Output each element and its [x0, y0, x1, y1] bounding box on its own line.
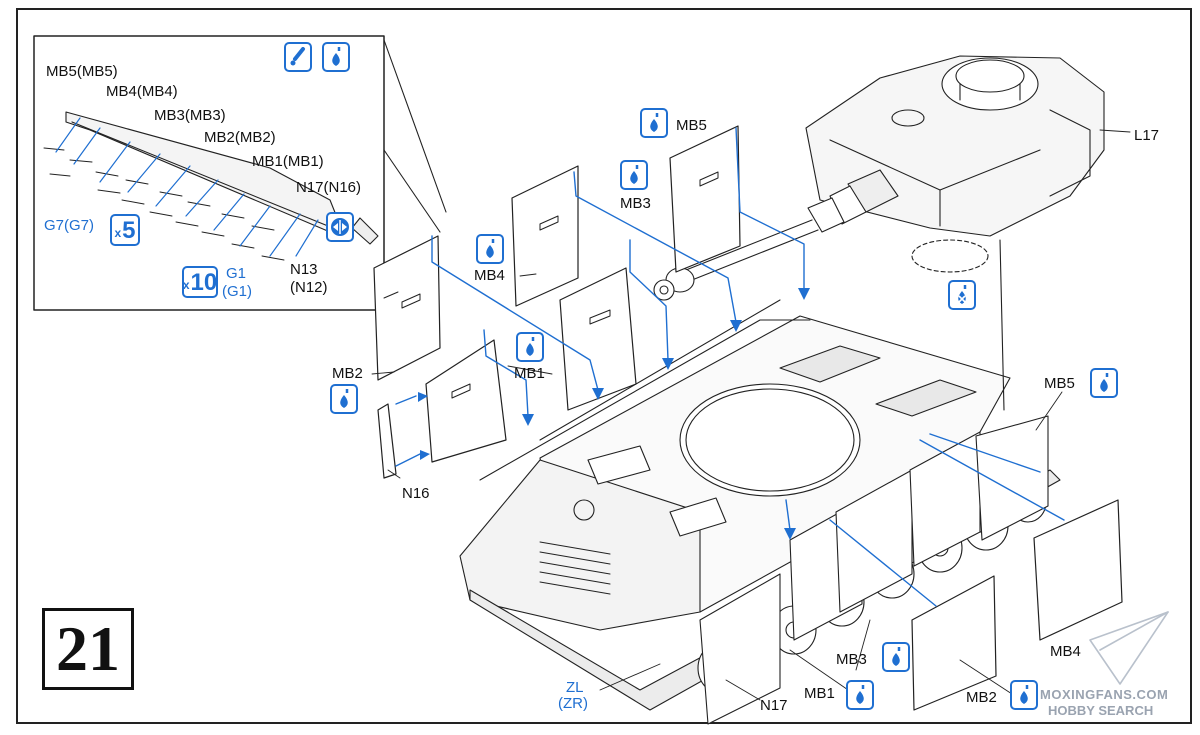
label-mb2-left: MB2: [332, 365, 363, 382]
inset-label-g1: G1: [226, 265, 247, 282]
inset-label-mb1: MB1(MB1): [252, 153, 324, 170]
label-mb3-top: MB3: [620, 195, 651, 212]
inset-label-g7: G7(G7): [44, 217, 95, 234]
label-zr: (ZR): [558, 695, 588, 712]
label-mb5-top: MB5: [676, 117, 707, 134]
glue-drop-icon: [476, 234, 504, 264]
inset-label-n17: N17(N16): [296, 179, 362, 196]
loose-skirt-plates: [373, 125, 1123, 711]
glue-drop-icon: [620, 160, 648, 190]
glue-drop-icon: [516, 332, 544, 362]
watermark-plane: [1089, 611, 1169, 685]
inset-label-n12: (N12): [290, 279, 328, 296]
inset-label-mb4: MB4(MB4): [106, 83, 178, 100]
main-gun: [653, 169, 899, 301]
inset-label-mb3: MB3(MB3): [154, 107, 226, 124]
glue-drop-icon: [846, 680, 874, 710]
label-n16: N16: [402, 485, 430, 502]
mounted-skirts: [699, 415, 1049, 725]
multiplier-prefix: x: [114, 226, 122, 240]
label-l17: L17: [1134, 127, 1160, 144]
label-mb4-bottom: MB4: [1050, 643, 1081, 660]
watermark-brand: HOBBY SEARCH: [1048, 703, 1154, 718]
multiplier-count-10: 10: [190, 269, 218, 296]
label-mb5-right: MB5: [1044, 375, 1075, 392]
glue-drop-icon: [882, 642, 910, 672]
label-mb4: MB4: [474, 267, 505, 284]
multiplier-count-5: 5: [122, 217, 136, 244]
label-n17: N17: [760, 697, 788, 714]
glue-drop-icon: [1010, 680, 1038, 710]
inset-label-g1b: (G1): [222, 283, 252, 300]
inset-label-n13: N13: [290, 261, 318, 278]
inset-label-mb2: MB2(MB2): [204, 129, 276, 146]
inset-detail-box: [33, 35, 447, 311]
label-zl: ZL: [566, 679, 584, 696]
mirror-opposite-side-icon: [326, 212, 354, 242]
inset-label-mb5: MB5(MB5): [46, 63, 118, 80]
no-glue-icon: [948, 280, 976, 310]
assembly-arrows: [395, 127, 1065, 607]
glue-drop-icon: [640, 108, 668, 138]
step-number: 21: [42, 608, 134, 690]
multiplier-prefix: x: [182, 278, 190, 292]
inset-assembly-lines: [55, 117, 319, 257]
leader-lines: [371, 129, 1131, 701]
glue-drop-icon: [1090, 368, 1118, 398]
label-mb1-bottom: MB1: [804, 685, 835, 702]
brush-icon: [284, 42, 312, 72]
hull: [459, 299, 1011, 631]
label-mb2-bottom: MB2: [966, 689, 997, 706]
arrow-heads: [418, 288, 810, 540]
label-mb1-left: MB1: [514, 365, 545, 382]
glue-drop-icon: [322, 42, 350, 72]
glue-drop-icon: [330, 384, 358, 414]
label-mb3-bottom: MB3: [836, 651, 867, 668]
page-border: [16, 8, 1192, 724]
watermark-site: MOXINGFANS.COM: [1040, 687, 1169, 702]
